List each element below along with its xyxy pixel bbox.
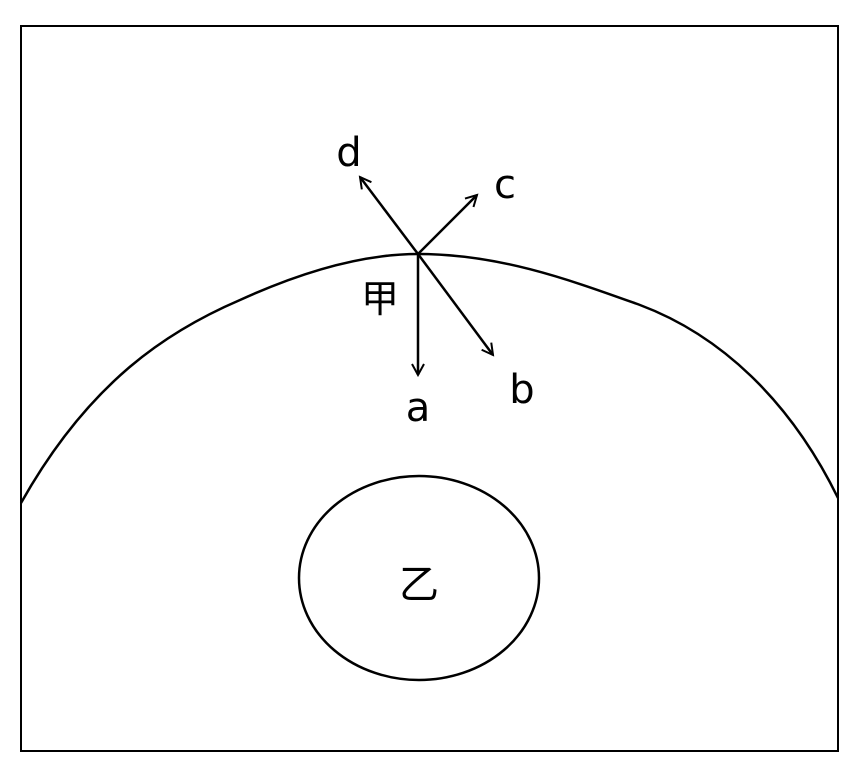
arrow-d [360, 177, 419, 255]
label-b: b [509, 367, 534, 413]
frame-border [20, 25, 839, 752]
arrow-c [417, 195, 477, 255]
inner-body-circle [297, 474, 541, 682]
inner-body-label: 乙 [399, 562, 439, 608]
orbit-arc [19, 252, 840, 504]
label-a: a [406, 385, 431, 431]
label-c: c [494, 162, 516, 208]
label-d: d [336, 130, 361, 176]
arrow-b [416, 253, 493, 355]
point-label: 甲 [361, 277, 399, 321]
